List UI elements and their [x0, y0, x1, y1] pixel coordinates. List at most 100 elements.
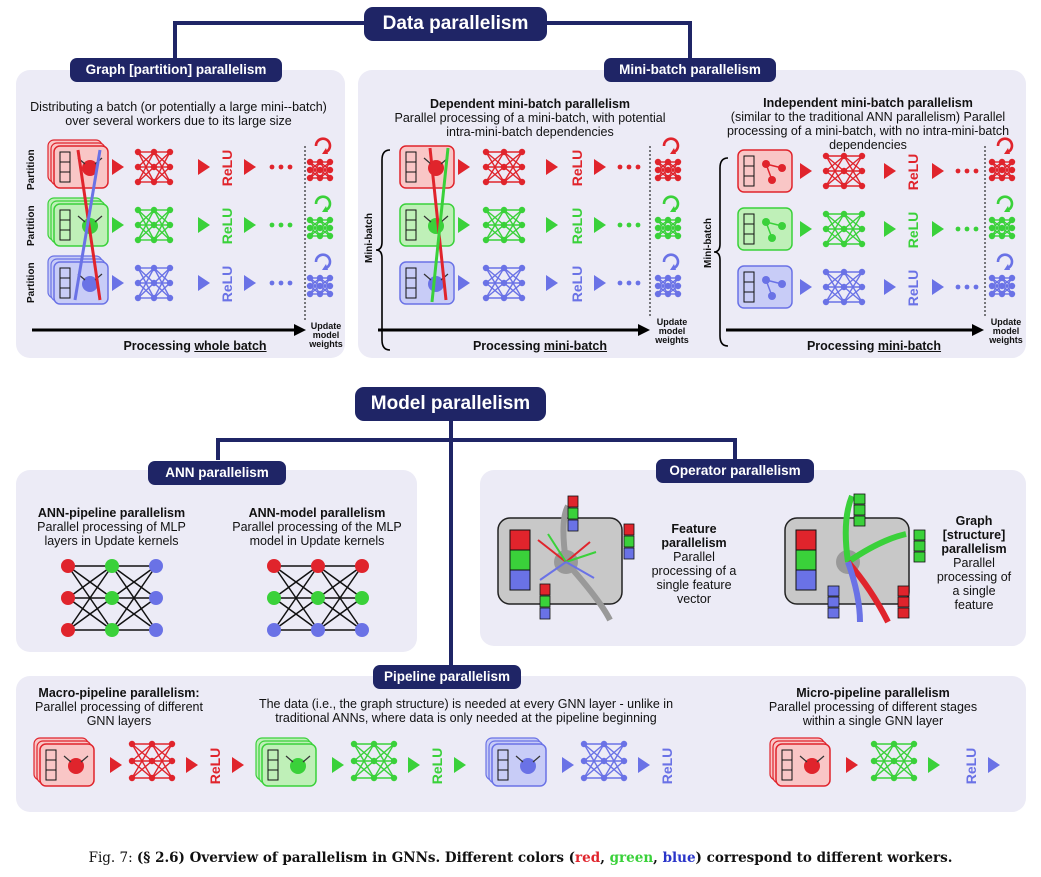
graph-relu-0: ReLU: [219, 150, 235, 187]
dep-dots-0-1: [626, 164, 632, 170]
dep-update-1-mlp: [654, 216, 682, 240]
macro-relu-2: ReLU: [659, 748, 675, 785]
macro-arrow-a-2: [562, 757, 574, 773]
dep-arrow-b-0: [546, 159, 558, 175]
indep-dots-1-0: [955, 226, 961, 232]
indep-minibatch-text: Independent mini-batch parallelism(simil…: [726, 96, 1010, 152]
dep-update-1-tip: [670, 206, 676, 212]
macro-relu-0: ReLU: [207, 748, 223, 785]
graph-relu-2: ReLU: [219, 266, 235, 303]
operator-title: Operator parallelism: [656, 459, 814, 483]
graph-partition-box-1: [47, 197, 109, 247]
macro-pipeline-text: Macro-pipeline parallelism:Parallel proc…: [35, 686, 203, 728]
dep-update-2-tip: [670, 264, 676, 270]
dep-arrow-a-0: [458, 159, 470, 175]
indep-box-1: [737, 207, 793, 251]
dep-mlp-0: [482, 148, 526, 186]
graph-dots-1-0: [269, 222, 275, 228]
macro-arrow-b-0: [186, 757, 198, 773]
micro-arrow-c: [988, 757, 1000, 773]
dep-dots-2-2: [635, 280, 641, 286]
graph-dots-2-2: [287, 280, 293, 286]
graph-cross-blue: [73, 149, 102, 301]
dep-dots-2-0: [617, 280, 623, 286]
graph-mlp-0: [134, 148, 174, 186]
dep-process-arrowhead: [638, 324, 650, 336]
graph-update-2-mlp: [306, 274, 334, 298]
dep-arrow-c-2: [594, 275, 606, 291]
dep-arrow-b-2: [546, 275, 558, 291]
graph-arrow-c-1: [244, 217, 256, 233]
dep-update-0-mlp: [654, 158, 682, 182]
minibatch-title: Mini-batch parallelism: [604, 58, 776, 82]
graph-dots-1-1: [278, 222, 284, 228]
indep-dots-1-1: [964, 226, 970, 232]
indep-dots-2-2: [973, 284, 979, 290]
model-parallelism-header: Model parallelism: [355, 387, 546, 421]
dep-arrow-a-1: [458, 217, 470, 233]
macro-arrow-c-1: [454, 757, 466, 773]
macro-box-1: [255, 737, 317, 787]
indep-relu-1: ReLU: [905, 212, 921, 249]
graph-arrow-b-1: [198, 217, 210, 233]
minibatch-panel: [358, 70, 1026, 358]
dep-update-0-arc: [662, 137, 680, 154]
graph-update-1-tip: [322, 206, 328, 212]
dep-arrow-b-1: [546, 217, 558, 233]
graph-relu-1: ReLU: [219, 208, 235, 245]
pipeline-title: Pipeline parallelism: [373, 665, 521, 689]
indep-arrow-b-0: [884, 163, 896, 179]
dep-mlp-1: [482, 206, 526, 244]
dep-arrow-a-2: [458, 275, 470, 291]
dep-box-1: [399, 203, 455, 247]
graph-arrow-a-0: [112, 159, 124, 175]
graph-partition-desc: Distributing a batch (or potentially a l…: [30, 100, 327, 128]
figure-caption: Fig. 7: (§ 2.6) Overview of parallelism …: [88, 850, 953, 866]
indep-arrow-c-1: [932, 221, 944, 237]
indep-update-1-arc: [996, 195, 1014, 212]
graph-update-2-tip: [322, 264, 328, 270]
dep-dots-1-0: [617, 222, 623, 228]
micro-mlp: [870, 740, 918, 782]
indep-mlp-1: [822, 210, 866, 248]
indep-update-2-tip: [1004, 264, 1010, 270]
dep-update-0-tip: [670, 148, 676, 154]
indep-update-2-arc: [996, 253, 1014, 270]
graph-dots-1-2: [287, 222, 293, 228]
graph-partition-title: Graph [partition] parallelism: [70, 58, 282, 82]
graph-mlp-1: [134, 206, 174, 244]
graph-dots-2-0: [269, 280, 275, 286]
dep-brace: [375, 149, 391, 351]
macro-box-2: [485, 737, 547, 787]
graph-update-label: Update model weights: [309, 321, 343, 349]
macro-mlp-0: [128, 740, 176, 782]
graph-update-0-tip: [322, 148, 328, 154]
graph-update-2-arc: [314, 253, 332, 270]
dep-dots-0-2: [635, 164, 641, 170]
indep-relu-2: ReLU: [905, 270, 921, 307]
graph-dots-0-0: [269, 164, 275, 170]
dep-processing-label: Processing mini-batch: [472, 339, 608, 353]
macro-mlp-1: [350, 740, 398, 782]
graph-arrow-a-1: [112, 217, 124, 233]
indep-mlp-2: [822, 268, 866, 306]
micro-arrow-b: [928, 757, 940, 773]
indep-box-0: [737, 149, 793, 193]
dep-update-2-mlp: [654, 274, 682, 298]
indep-dots-0-2: [973, 168, 979, 174]
micro-box: [769, 737, 831, 787]
indep-update-label: Update model weights: [989, 317, 1023, 345]
micro-arrow-a: [846, 757, 858, 773]
dep-dots-2-1: [626, 280, 632, 286]
graph-mlp-2: [134, 264, 174, 302]
indep-dots-0-0: [955, 168, 961, 174]
graph-processing-label: Processing whole batch: [123, 339, 267, 353]
graph-arrow-c-0: [244, 159, 256, 175]
